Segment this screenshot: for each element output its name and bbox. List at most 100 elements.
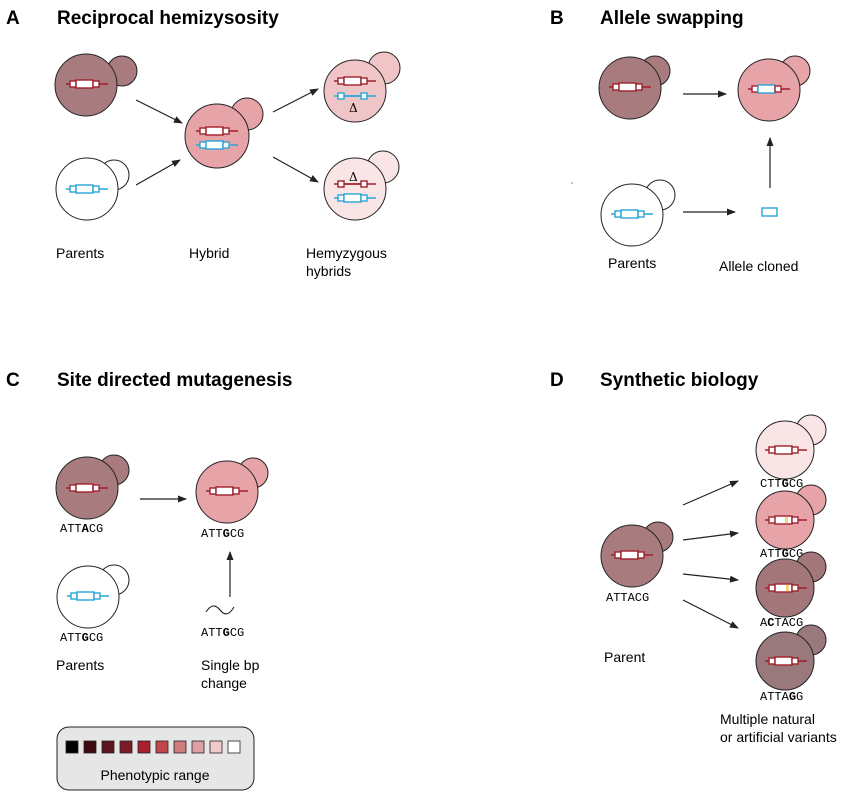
label-a-hemi-line2: hybrids [306,263,351,279]
legend-swatch [173,740,187,754]
seq-d-variant-3-post: TACG [774,616,803,630]
panel-c-title: Site directed mutagenesis [57,370,292,391]
allele-a-hybrid-red [196,126,238,136]
arrow-a-hybrid-to-hemi-top [272,88,319,113]
allele-d-variant-4-red [765,656,807,666]
panel-a-letter: A [6,8,20,29]
panel-d-title: Synthetic biology [600,370,759,391]
allele-b-parent-blue [611,209,653,219]
legend-swatch [227,740,241,754]
allele-a-parent-blue [66,184,108,194]
allele-b-parent-red [609,82,651,92]
seq-c-oligo: ATTGCG [201,626,244,640]
seq-c-result: ATTGCG [201,527,244,541]
cell-a-parent-white [55,157,130,221]
label-d-variants-line1: Multiple natural [720,711,815,727]
mutation-mark-d-variant-2 [785,517,788,523]
allele-b-result-mixed [748,84,790,94]
arrow-d-parent-to-variant-4 [682,599,739,629]
legend-swatch [119,740,133,754]
cell-a-hybrid [184,97,264,169]
seq-d-variant-4-mutated-base: G [789,690,796,704]
cell-a-hemi-top [323,51,401,123]
allele-d-variant-3-red [765,583,807,593]
arrow-d-parent-to-variant-2 [682,530,739,541]
seq-d-variant-2-pre: ATT [760,547,782,561]
allele-c-parent-blue [67,591,109,601]
seq-d-variant-4-pre: ATTA [760,690,790,704]
seq-d-variant-1-post: CG [789,477,803,491]
seq-d-variant-3-pre: A [760,616,768,630]
seq-c-parent1-mutated-base: A [82,522,90,536]
panel-d-letter: D [550,370,564,391]
allele-a-hemi-bottom-red [334,180,376,188]
allele-a-hemi-top-red [334,76,376,86]
allele-a-hemi-bottom-blue [334,193,376,203]
legend-swatch [65,740,79,754]
seq-c-oligo-pre: ATT [201,626,223,640]
label-c-parents: Parents [56,657,104,673]
seq-d-variant-3: ACTACG [760,616,803,630]
seq-c-parent2-mutated-base: G [82,631,89,645]
mutation-mark-d-variant-3 [786,585,789,591]
seq-c-parent1-post: CG [89,522,103,536]
allele-b-cloned-fragment [761,207,778,217]
arrow-a-parent2-to-hybrid [135,159,181,186]
allele-d-variant-1-red [765,445,807,455]
panel-b-title: Allele swapping [600,8,744,29]
speck-b [571,182,573,184]
label-d-parent: Parent [604,649,645,665]
seq-c-parent2: ATTGCG [60,631,103,645]
cell-a-hemi-bottom [323,150,400,221]
legend-swatch [101,740,115,754]
legend-swatch [209,740,223,754]
legend-swatch [137,740,151,754]
label-c-change-line1: Single bp [201,657,260,673]
legend-swatch [155,740,169,754]
arrow-a-parent1-to-hybrid [135,99,183,124]
seq-d-variant-4-post: G [796,690,803,704]
seq-c-parent1: ATTACG [60,522,103,536]
panel-c-letter: C [6,370,20,391]
label-a-hybrid: Hybrid [189,245,229,261]
seq-d-parent: ATTACG [606,591,649,605]
legend-swatch [83,740,97,754]
allele-c-result-red [206,486,248,496]
panel-d: D Synthetic biology ATTACG Parent CTTGCG [550,370,837,745]
seq-c-oligo-mutated-base: G [223,626,230,640]
seq-d-variant-3-mutated-base: C [767,616,774,630]
label-b-cloned: Allele cloned [719,258,798,274]
arrow-d-parent-to-variant-3 [682,573,739,583]
oligo-squiggle [205,605,235,615]
legend-swatch-row [65,740,241,754]
delta-symbol-a-bottom: Δ [349,170,358,184]
label-c-change-line2: change [201,675,247,691]
allele-a-parent-red [66,79,108,89]
seq-c-parent2-pre: ATT [60,631,82,645]
arrow-a-hybrid-to-hemi-bottom [272,156,319,183]
arrow-d-parent-to-variant-1 [682,480,739,506]
seq-c-oligo-post: CG [230,626,244,640]
label-d-variants-line2: or artificial variants [720,729,837,745]
panel-b: B Allele swapping [550,8,811,274]
label-b-parents: Parents [608,255,656,271]
allele-d-parent-red [611,550,653,560]
legend-label: Phenotypic range [101,767,210,783]
seq-c-parent1-pre: ATT [60,522,82,536]
legend-swatch [191,740,205,754]
seq-d-variant-2-mutated-base: G [782,547,789,561]
seq-c-parent2-post: CG [89,631,103,645]
panel-c: C Site directed mutagenesis ATTACG ATTGC… [6,370,292,691]
allele-c-parent-red [66,483,108,493]
label-a-parents: Parents [56,245,104,261]
allele-a-hybrid-blue [196,140,238,150]
seq-d-variant-4: ATTAGG [760,690,803,704]
seq-d-variant-1-pre: CTT [760,477,782,491]
panel-a: A Reciprocal hemizysosity [6,8,401,279]
seq-c-result-mutated-base: G [223,527,230,541]
seq-d-variant-1-mutated-base: G [782,477,789,491]
label-a-hemi-line1: Hemyzygous [306,245,387,261]
delta-symbol-a-top: Δ [349,101,358,115]
panel-a-title: Reciprocal hemizysosity [57,8,279,29]
